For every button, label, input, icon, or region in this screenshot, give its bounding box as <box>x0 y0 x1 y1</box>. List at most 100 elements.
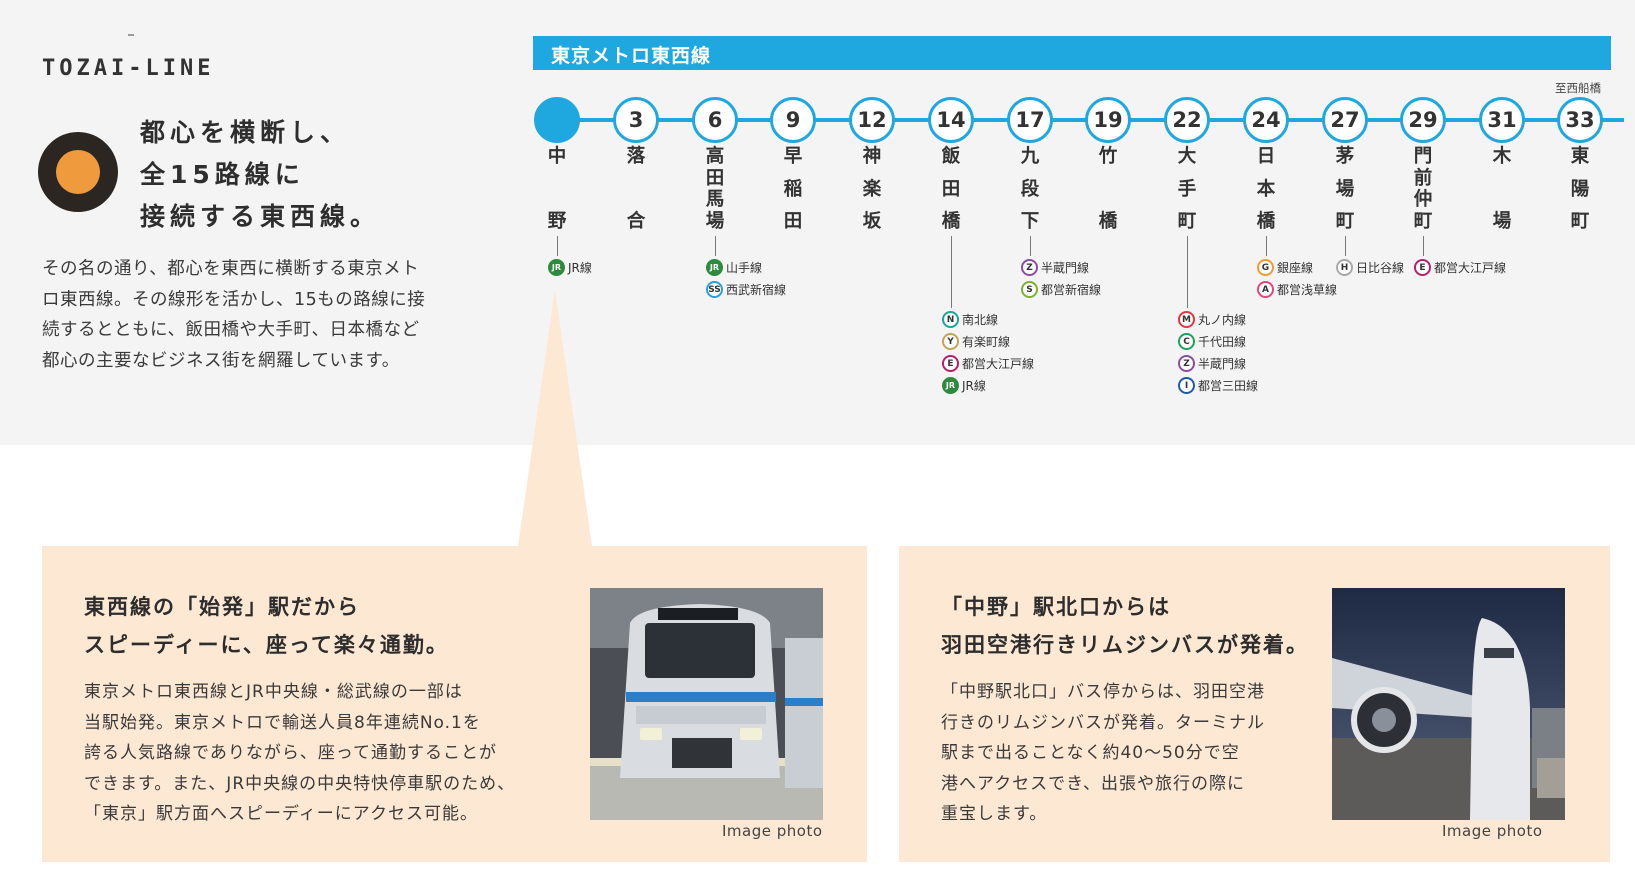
line-badge-icon: Y <box>942 333 959 350</box>
card-body-line: 「中野駅北口」バス停からは、羽田空港 <box>941 682 1265 702</box>
station-marker: 6 <box>692 97 738 143</box>
line-badge-icon: G <box>1257 259 1274 276</box>
station-name-char: 稲 <box>783 178 803 200</box>
station-name: 神楽坂 <box>857 146 887 232</box>
card-title: 東西線の「始発」駅だから スピーディーに、座って楽々通勤。 <box>84 588 449 664</box>
photo-caption: Image photo <box>1442 822 1543 840</box>
transfer-connector <box>1345 236 1346 256</box>
station-name-char: 楽 <box>862 178 882 200</box>
station-name-char: 東 <box>1570 146 1590 167</box>
station-name: 茅場町 <box>1330 146 1360 232</box>
station-name-char: 合 <box>626 211 646 232</box>
transfer-line-name: JR線 <box>568 261 592 275</box>
line-badge-icon: H <box>1336 259 1353 276</box>
transfer-line-name: 半蔵門線 <box>1198 357 1247 371</box>
station-name-char: 本 <box>1256 178 1276 200</box>
card-airport-bus: 「中野」駅北口からは 羽田空港行きリムジンバスが発着。 「中野駅北口」バス停から… <box>899 546 1610 862</box>
transfer-line-name: 都営三田線 <box>1198 379 1259 393</box>
station-name: 中野 <box>542 146 572 232</box>
station-marker <box>534 97 580 143</box>
line-badge-icon: C <box>1178 333 1195 350</box>
station-name-char: 中 <box>547 146 567 167</box>
transfer-connector <box>1423 236 1424 256</box>
card-origin-station: 東西線の「始発」駅だから スピーディーに、座って楽々通勤。 東京メトロ東西線とJ… <box>42 546 867 862</box>
card-title-line: スピーディーに、座って楽々通勤。 <box>84 633 449 657</box>
station-marker: 29 <box>1400 97 1446 143</box>
station-name: 早稲田 <box>778 146 808 232</box>
station-name-char: 木 <box>1492 146 1512 167</box>
card-body: 「中野駅北口」バス停からは、羽田空港 行きのリムジンバスが発着。ターミナル 駅ま… <box>941 677 1265 830</box>
station-marker: 17 <box>1007 97 1053 143</box>
intro-line: 都心の主要なビジネス街を網羅しています。 <box>42 350 400 371</box>
card-body-line: 港へアクセスでき、出張や旅行の際に <box>941 773 1245 794</box>
station-name-char: 町 <box>1570 211 1590 232</box>
station-marker: 3 <box>613 97 659 143</box>
card-body-line: 重宝します。 <box>941 804 1048 824</box>
station-name: 落合 <box>621 146 651 232</box>
card-body-line: 駅まで出ることなく約40〜50分で空 <box>941 743 1240 763</box>
line-badge-icon: E <box>942 355 959 372</box>
station-marker: 24 <box>1243 97 1289 143</box>
station-name-char: 場 <box>1492 211 1512 232</box>
card-title: 「中野」駅北口からは 羽田空港行きリムジンバスが発着。 <box>941 588 1309 664</box>
card-title-line: 羽田空港行きリムジンバスが発着。 <box>941 633 1309 657</box>
transfer-line-name: JR線 <box>962 379 986 393</box>
line-title: 東京メトロ東西線 <box>551 45 712 67</box>
line-badge-icon: JR <box>942 377 959 394</box>
card-title-line: 「中野」駅北口からは <box>941 595 1171 619</box>
station-marker: 33 <box>1557 97 1603 143</box>
transfer-line-name: 丸ノ内線 <box>1198 313 1247 327</box>
transfer-connector <box>715 236 716 256</box>
station-name: 竹橋 <box>1093 146 1123 232</box>
station-name-char: 日 <box>1256 146 1276 167</box>
station-name-char: 下 <box>1020 211 1040 232</box>
station-name: 飯田橋 <box>936 146 966 232</box>
line-badge-icon: N <box>942 311 959 328</box>
station-name-char: 田 <box>941 178 961 200</box>
station-name-char: 落 <box>626 146 646 167</box>
transfer-line-name: 日比谷線 <box>1356 261 1405 275</box>
line-badge-icon: S <box>1021 281 1038 298</box>
station-name-char: 高 <box>705 146 725 167</box>
transfer-line-name: 都営大江戸線 <box>1434 261 1507 275</box>
line-badge-icon: A <box>1257 281 1274 298</box>
transfer-line-name: 西武新宿線 <box>726 283 787 297</box>
station-marker: 12 <box>849 97 895 143</box>
card-body-line: 当駅始発。東京メトロで輸送人員8年連続No.1を <box>84 712 481 733</box>
transfer-line-name: 都営大江戸線 <box>962 357 1035 371</box>
transfer-connector <box>1030 236 1031 256</box>
line-badge-icon: M <box>1178 311 1195 328</box>
transfer-line-name: 千代田線 <box>1198 335 1247 349</box>
line-badge-icon: JR <box>548 259 565 276</box>
photo-caption: Image photo <box>722 822 823 840</box>
station-marker: 27 <box>1322 97 1368 143</box>
station-name-char: 大 <box>1177 146 1197 167</box>
station-name-char: 田 <box>705 167 725 189</box>
logo: TOZAI-LINE <box>42 56 215 81</box>
station-marker: 22 <box>1164 97 1210 143</box>
intro-line: ロ東西線。その線形を活かし、15もの路線に接 <box>42 289 426 310</box>
line-badge-icon: JR <box>706 259 723 276</box>
station-name-char: 場 <box>705 210 725 232</box>
headline-line: 都心を横断し、 <box>140 118 351 147</box>
station-marker: 19 <box>1085 97 1131 143</box>
station-name: 九段下 <box>1015 146 1045 232</box>
card-body-line: できます。また、JR中央線の中央特快停車駅のため、 <box>84 773 516 794</box>
station-marker: 9 <box>770 97 816 143</box>
station-name-char: 野 <box>547 211 567 232</box>
airplane-photo <box>1332 588 1565 820</box>
transfer-line-name: 都営浅草線 <box>1277 283 1338 297</box>
station-name-char: 門 <box>1413 146 1433 167</box>
